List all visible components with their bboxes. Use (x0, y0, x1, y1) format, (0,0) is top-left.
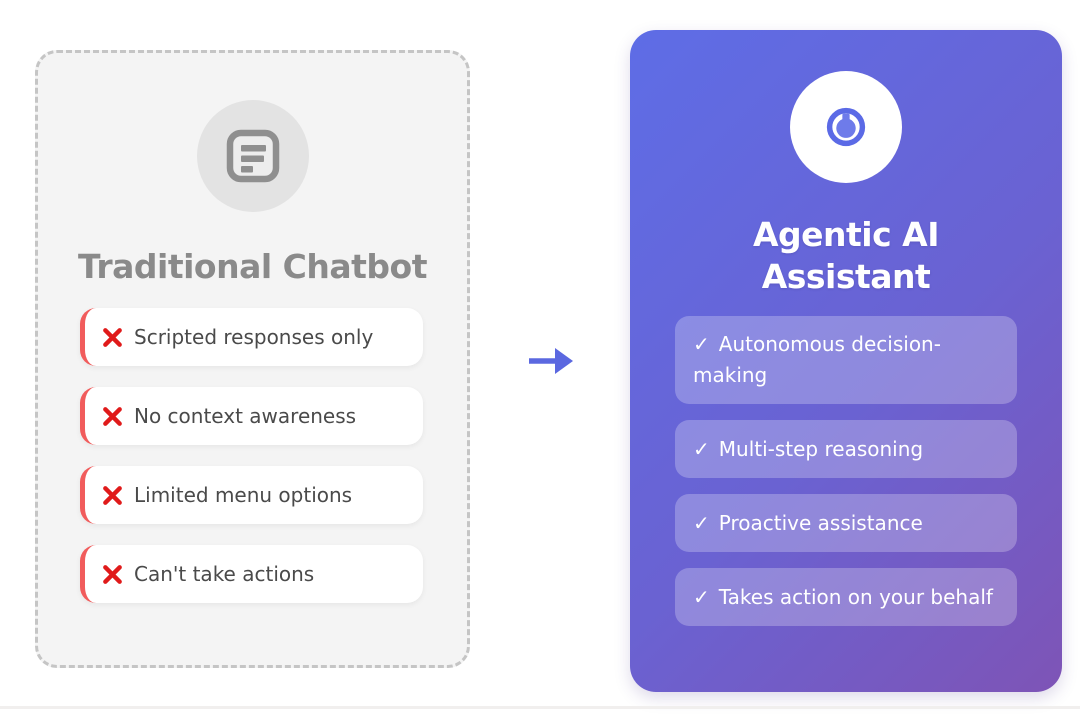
benefit-item-text: ✓Autonomous decision-making (693, 329, 1005, 391)
benefit-item-autonomous: ✓Autonomous decision-making (675, 316, 1017, 404)
right-card-title: Agentic AI Assistant (630, 214, 1062, 298)
benefit-item-takes-action: ✓ Takes action on your behalf (675, 568, 1017, 626)
check-icon: ✓ (693, 584, 710, 609)
x-icon (102, 564, 123, 585)
document-list-icon (226, 129, 279, 183)
benefit-item-label: Autonomous decision-making (693, 332, 941, 387)
benefit-item-label: Multi-step reasoning (718, 436, 924, 461)
benefit-item-multi-step: ✓ Multi-step reasoning (675, 420, 1017, 478)
benefit-item-label: Proactive assistance (718, 510, 923, 535)
left-card-title: Traditional Chatbot (77, 247, 428, 286)
benefit-item-proactive: ✓ Proactive assistance (675, 494, 1017, 552)
right-arrow-icon (527, 342, 575, 380)
x-icon (102, 327, 123, 348)
benefit-item-text: ✓ Multi-step reasoning (693, 434, 923, 465)
fail-item-label: Limited menu options (134, 483, 353, 507)
check-icon: ✓ (693, 332, 710, 356)
x-icon (102, 485, 123, 506)
check-icon: ✓ (693, 436, 710, 461)
assistant-icon-circle (790, 71, 902, 183)
agentic-ai-card: Agentic AI Assistant ✓Autonomous decisio… (630, 30, 1062, 692)
x-icon (102, 406, 123, 427)
right-card-item-list: ✓Autonomous decision-making ✓Multi-step … (675, 316, 1017, 626)
benefit-item-text: ✓ Takes action on your behalf (693, 582, 993, 613)
chatbot-icon-circle (196, 100, 309, 212)
bottom-divider (0, 706, 1080, 709)
traditional-chatbot-card: Traditional Chatbot Scripted responses o… (35, 50, 470, 668)
right-card-title-line1: Agentic AI (753, 215, 940, 254)
fail-item-no-actions: Can't take actions (80, 545, 423, 603)
fail-item-label: Can't take actions (134, 562, 315, 586)
check-icon: ✓ (693, 510, 710, 535)
benefit-item-text: ✓ Proactive assistance (693, 508, 923, 539)
fail-item-scripted-responses: Scripted responses only (80, 308, 423, 366)
left-card-item-list: Scripted responses only No context aware… (80, 308, 423, 603)
target-icon (826, 107, 866, 147)
right-card-title-line2: Assistant (761, 257, 931, 296)
fail-item-label: Scripted responses only (134, 325, 374, 349)
fail-item-limited-menu: Limited menu options (80, 466, 423, 524)
benefit-item-label: Takes action on your behalf (718, 584, 993, 609)
fail-item-no-context: No context awareness (80, 387, 423, 445)
fail-item-label: No context awareness (134, 404, 357, 428)
